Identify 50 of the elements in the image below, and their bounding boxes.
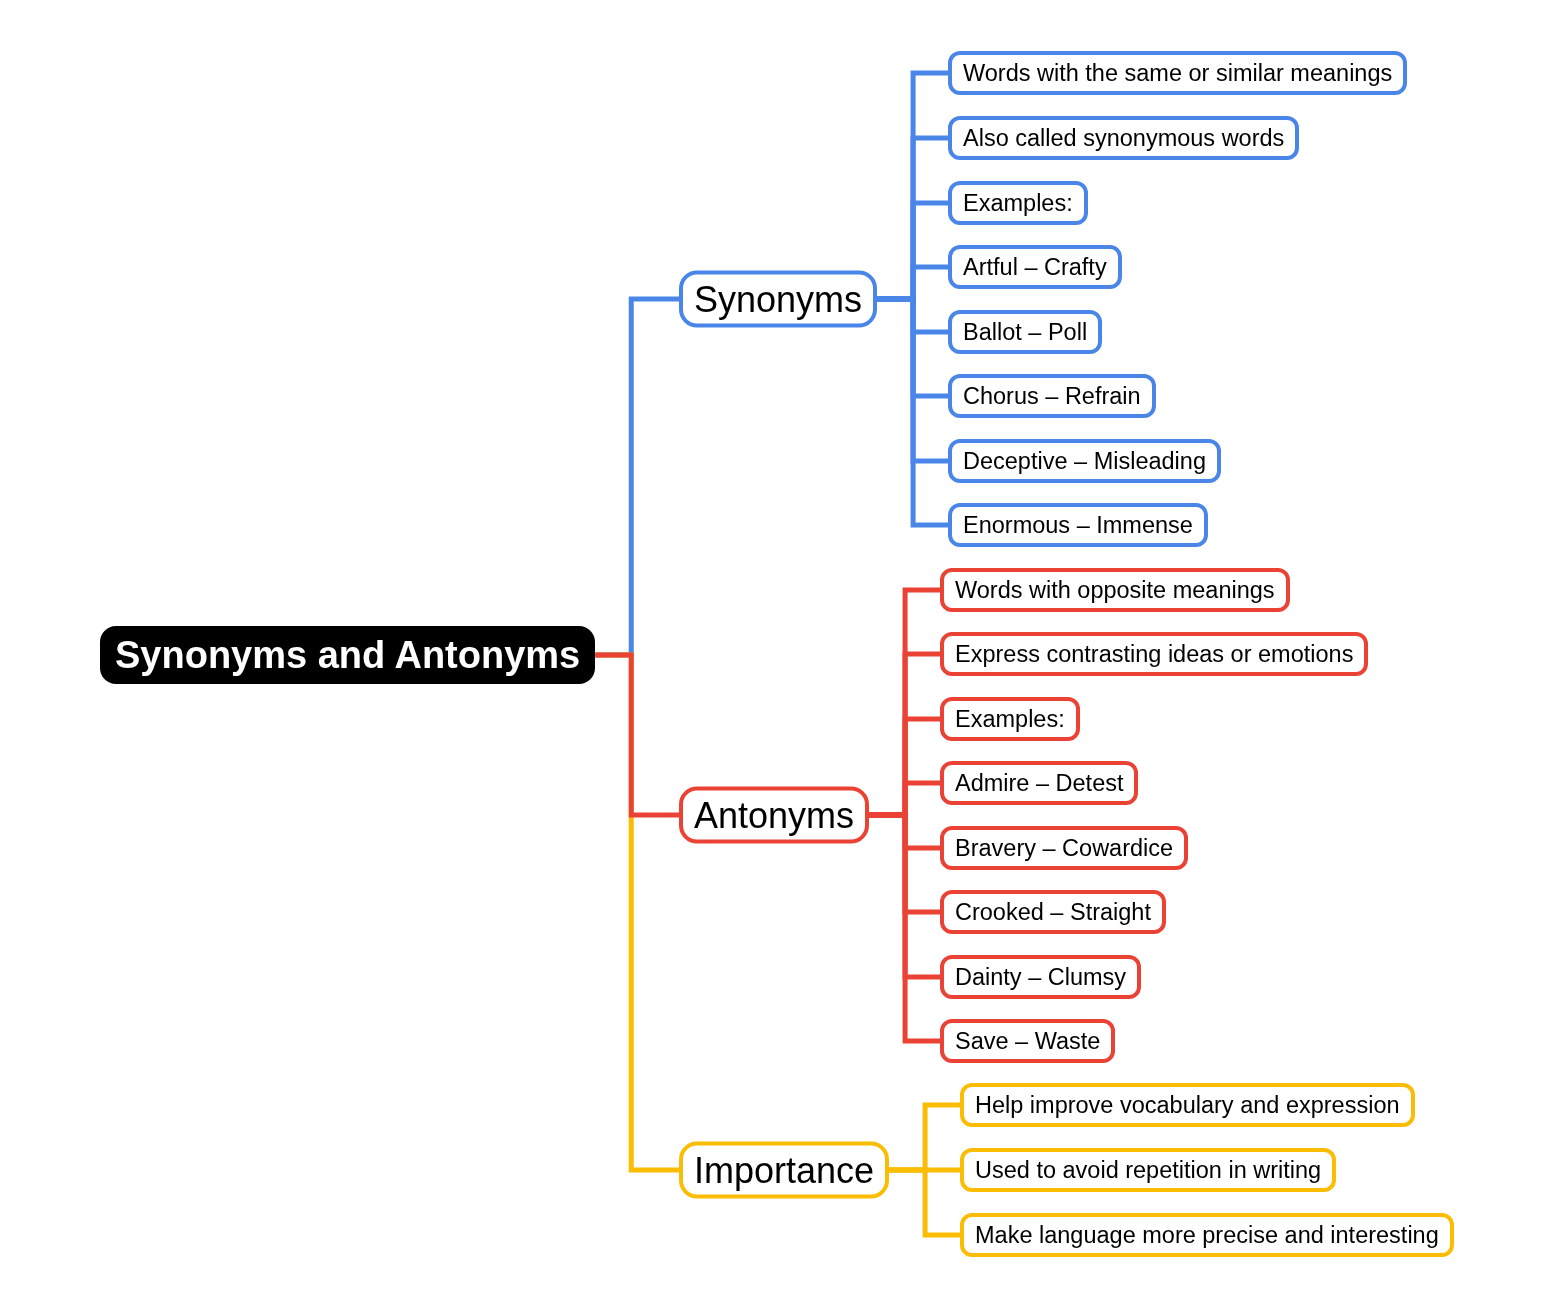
- leaf-node: [948, 181, 1088, 225]
- leaf-label: Deceptive – Misleading: [963, 447, 1206, 475]
- leaf-node: [940, 890, 1166, 934]
- branch-node: [679, 786, 870, 844]
- branch-label: Importance: [694, 1149, 875, 1191]
- leaf-label: Used to avoid repetition in writing: [975, 1156, 1322, 1184]
- leaf-label: Make language more precise and interesting: [975, 1221, 1439, 1249]
- leaf-node: [948, 503, 1208, 547]
- leaf-label: Ballot – Poll: [963, 318, 1088, 346]
- leaf-node: [940, 568, 1290, 612]
- leaf-label: Dainty – Clumsy: [955, 963, 1127, 991]
- leaf-node: [960, 1148, 1337, 1192]
- leaf-label: Examples:: [963, 189, 1073, 217]
- branch-node: [679, 270, 878, 328]
- leaf-node: [960, 1083, 1415, 1127]
- leaf-label: Express contrasting ideas or emotions: [955, 640, 1354, 668]
- topic-node: [100, 626, 596, 684]
- leaf-label: Also called synonymous words: [963, 124, 1285, 152]
- leaf-label: Chorus – Refrain: [963, 382, 1141, 410]
- leaf-node: [940, 697, 1080, 741]
- leaf-node: [948, 51, 1408, 95]
- leaf-label: Help improve vocabulary and expression: [975, 1091, 1400, 1119]
- leaf-label: Save – Waste: [955, 1027, 1101, 1055]
- connector-line: [877, 296, 948, 528]
- leaf-label: Enormous – Immense: [963, 511, 1193, 539]
- leaf-node: [948, 439, 1221, 483]
- leaf-node: [940, 632, 1369, 676]
- branch-label: Synonyms: [694, 278, 863, 320]
- leaf-node: [940, 761, 1139, 805]
- leaf-label: Words with the same or similar meanings: [963, 59, 1393, 87]
- leaf-node: [948, 310, 1103, 354]
- leaf-label: Words with opposite meanings: [955, 576, 1275, 604]
- topic-title: Synonyms and Antonyms: [115, 633, 581, 677]
- leaf-node: [948, 245, 1122, 289]
- leaf-label: Artful – Crafty: [963, 253, 1107, 281]
- leaf-label: Crooked – Straight: [955, 898, 1151, 926]
- branch-label: Antonyms: [694, 794, 855, 836]
- connector-line: [889, 1167, 960, 1238]
- branch-node: [679, 1141, 890, 1199]
- leaf-node: [948, 116, 1300, 160]
- connector-line: [595, 652, 679, 818]
- leaf-node: [960, 1213, 1454, 1257]
- leaf-label: Examples:: [955, 705, 1065, 733]
- leaf-label: Bravery – Cowardice: [955, 834, 1174, 862]
- leaf-node: [940, 955, 1142, 999]
- leaf-node: [940, 826, 1189, 870]
- leaf-label: Admire – Detest: [955, 769, 1124, 797]
- connector-line: [869, 812, 940, 1044]
- leaf-node: [940, 1019, 1116, 1063]
- leaf-node: [948, 374, 1156, 418]
